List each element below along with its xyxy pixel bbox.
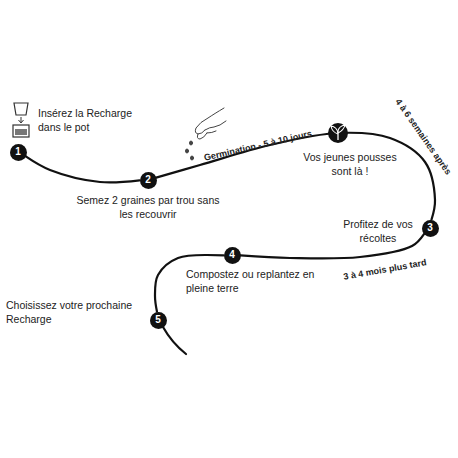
step-description: Compostez ou replantez en pleine terre (186, 267, 336, 295)
duration-label: 3 à 4 mois plus tard (342, 257, 429, 283)
step-number: 3 (427, 223, 433, 233)
duration-label: 4 à 6 semaines après (392, 96, 454, 178)
step-description: Semez 2 graines par trou sans les recouv… (73, 193, 223, 221)
step-number-circle: 1 (10, 144, 27, 161)
step-number: 2 (145, 175, 151, 185)
step-number-circle: 4 (224, 247, 241, 264)
path-tail (163, 327, 186, 354)
step-description: Profitez de vos récoltes (333, 217, 423, 245)
step-description: Choisissez votre prochaine Recharge (6, 298, 146, 326)
step-number-circle: 5 (150, 312, 167, 329)
refill-pot-icon (13, 103, 29, 137)
step-description: Insérez la Recharge dans le pot (38, 106, 150, 134)
sprout-icon (328, 123, 348, 143)
step-number-circle: 3 (422, 220, 439, 237)
step-number: 5 (155, 315, 161, 325)
growth-path (240, 234, 424, 259)
step-number: 1 (15, 147, 21, 157)
growth-path (156, 133, 435, 220)
duration-label: Germination - 5 à 10 jours (202, 128, 314, 164)
growth-path (25, 156, 139, 182)
step-number: 4 (229, 250, 235, 260)
step-number-circle: 2 (140, 172, 157, 189)
step-description: Vos jeunes pousses sont là ! (295, 150, 405, 178)
